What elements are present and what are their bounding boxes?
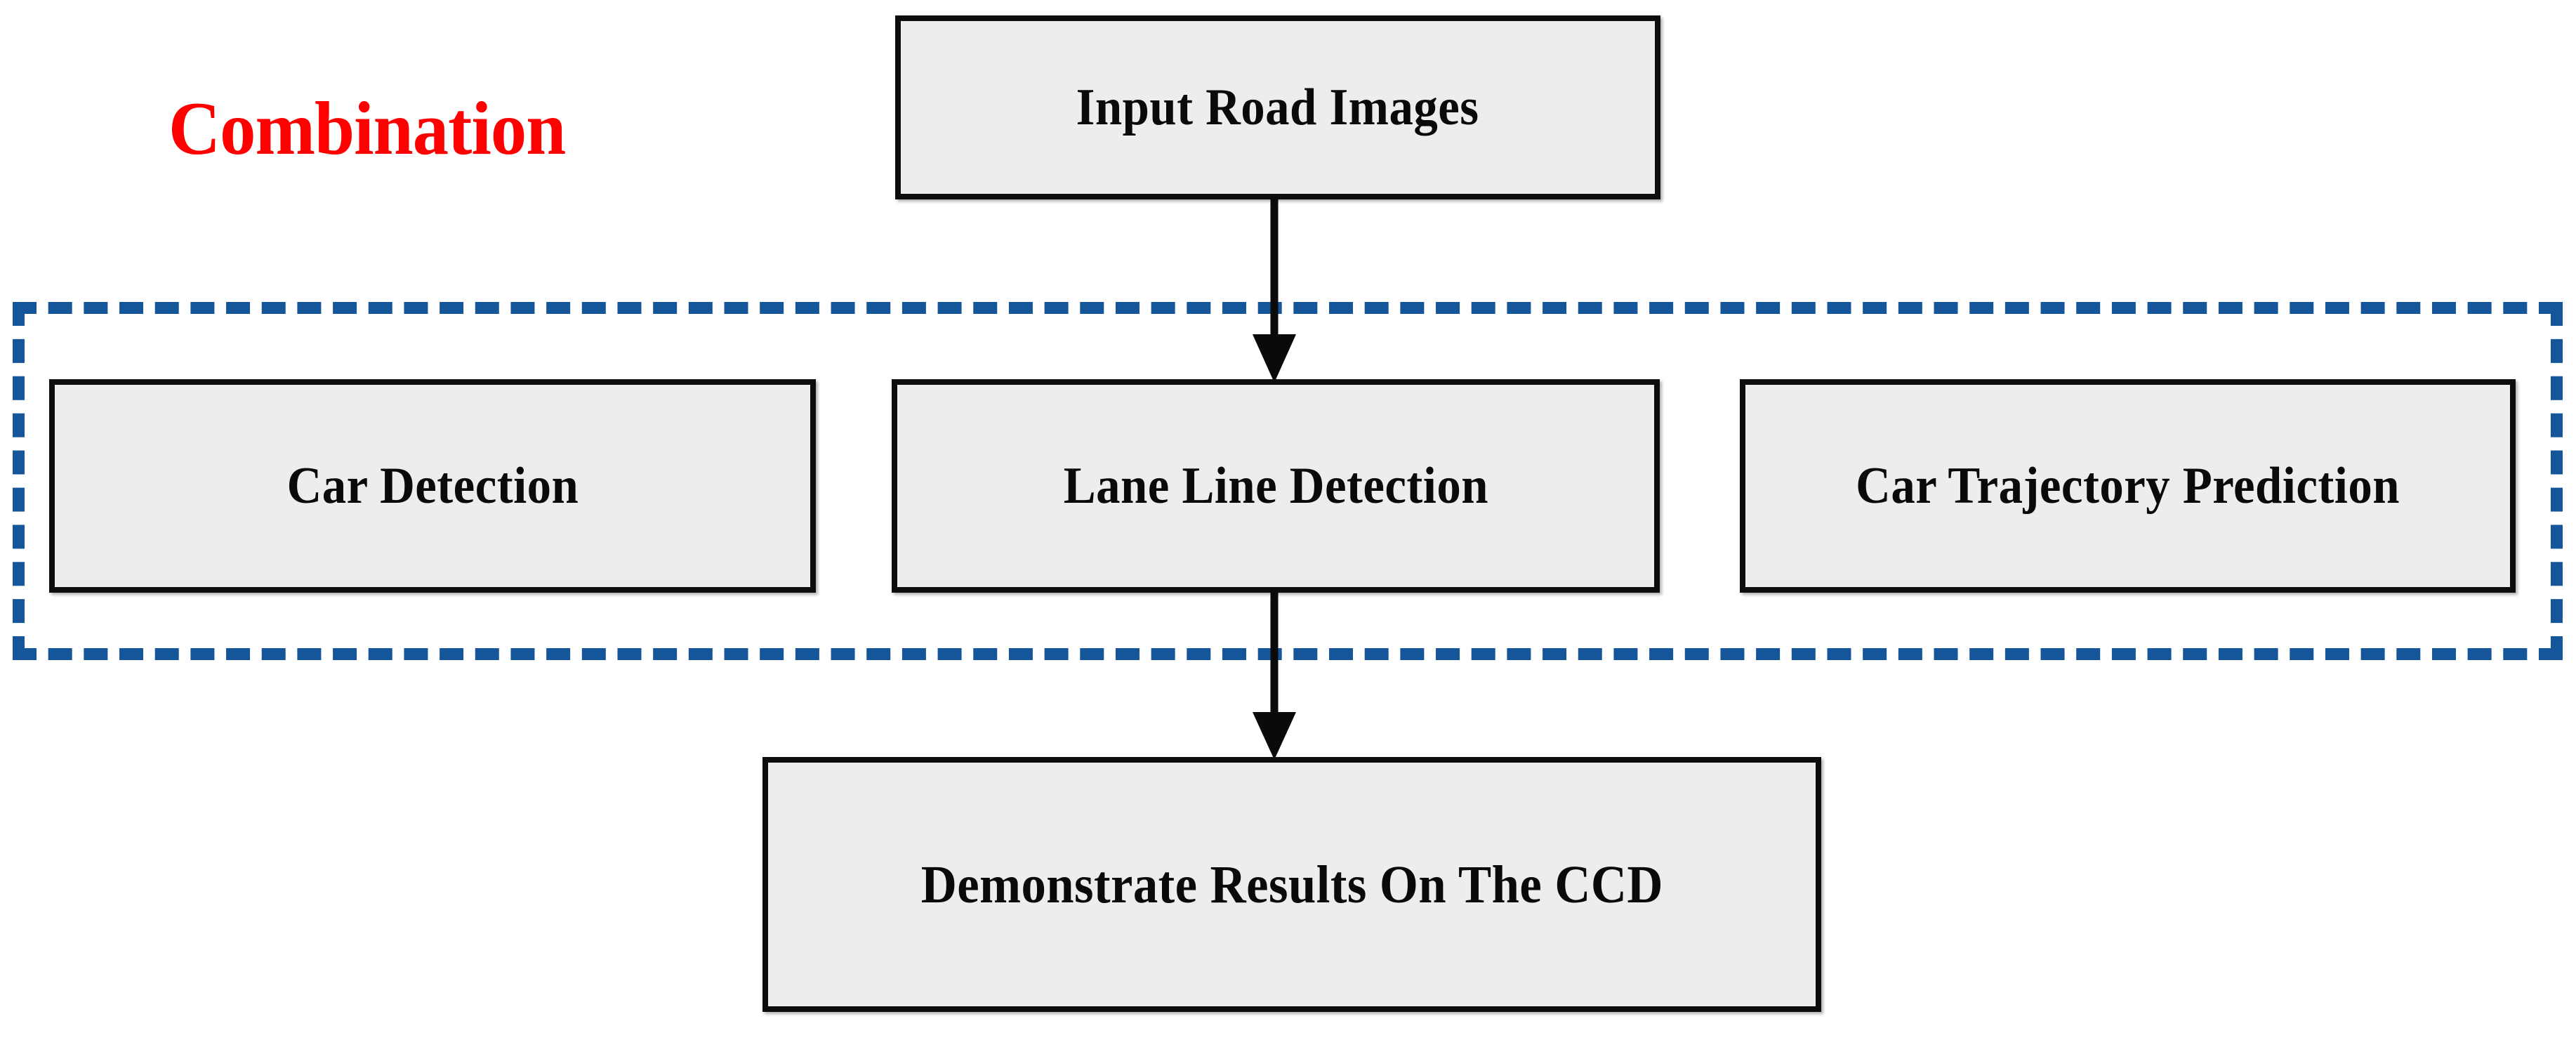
node-car-detection-label: Car Detection	[286, 457, 579, 515]
node-demonstrate-results-label: Demonstrate Results On The CCD	[920, 855, 1663, 914]
combination-label: Combination	[169, 87, 566, 171]
node-input-road-images-label: Input Road Images	[1076, 79, 1479, 136]
node-demonstrate-results[interactable]: Demonstrate Results On The CCD	[762, 757, 1821, 1012]
node-car-trajectory-prediction-label: Car Trajectory Prediction	[1856, 457, 2400, 515]
node-car-trajectory-prediction[interactable]: Car Trajectory Prediction	[1740, 379, 2516, 593]
node-lane-line-detection[interactable]: Lane Line Detection	[892, 379, 1660, 593]
arrow-lane-detection-to-results	[1243, 590, 1306, 760]
node-lane-line-detection-label: Lane Line Detection	[1063, 457, 1488, 515]
node-input-road-images[interactable]: Input Road Images	[895, 15, 1660, 199]
arrow-lane-to-demo-glyph	[1253, 590, 1296, 760]
node-car-detection[interactable]: Car Detection	[49, 379, 816, 593]
arrow-input-to-lane-glyph	[1253, 197, 1296, 383]
arrow-input-to-lane-detection	[1243, 197, 1306, 383]
